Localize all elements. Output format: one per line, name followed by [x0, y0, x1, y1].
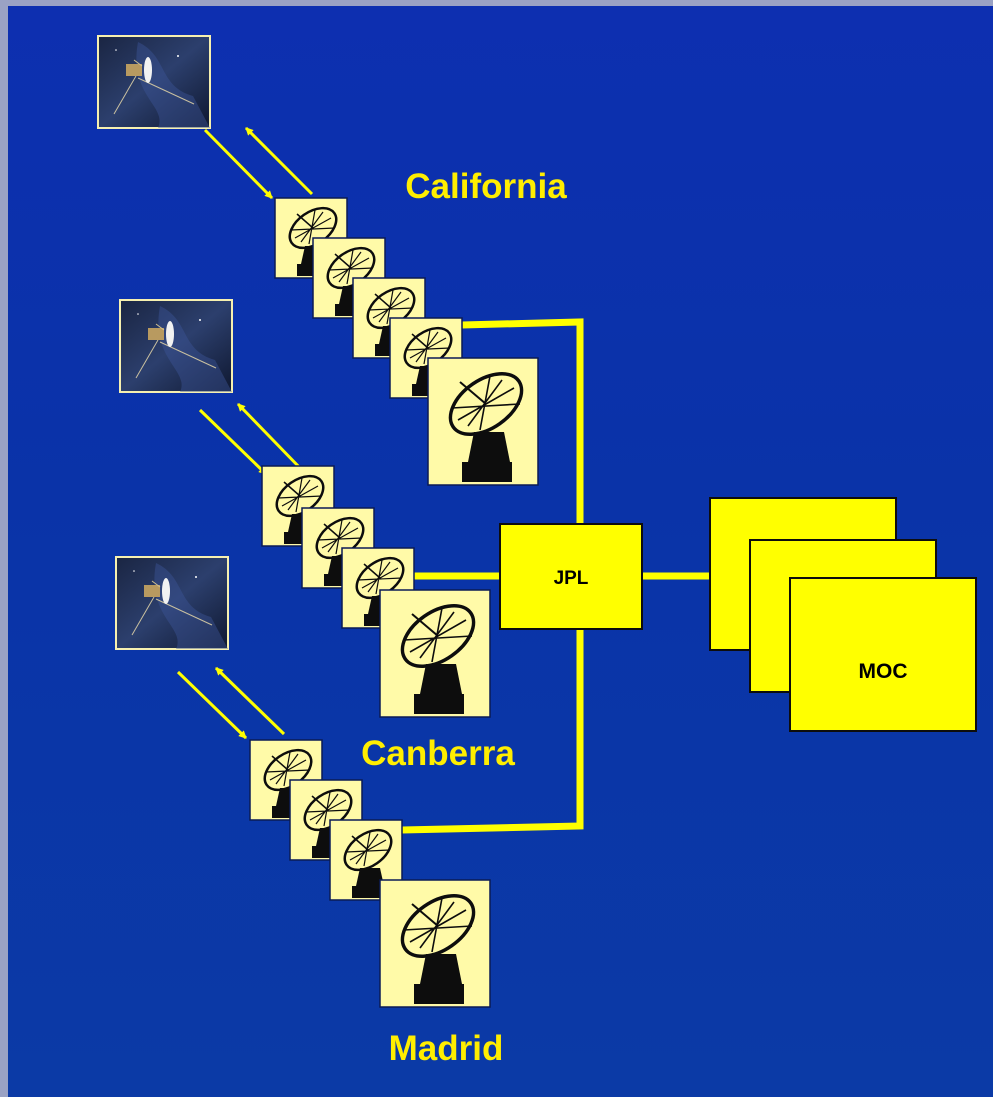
jpl-box	[499, 523, 643, 630]
moc-label: MOC	[859, 660, 908, 683]
site-canberra	[119, 299, 492, 719]
dish-antenna-icon	[426, 356, 540, 487]
uplink-arrow	[214, 666, 286, 736]
site-label-canberra: Canberra	[361, 734, 515, 773]
connection-lines	[401, 318, 712, 834]
site-label-madrid: Madrid	[389, 1029, 504, 1068]
spacecraft-icon	[119, 299, 233, 393]
dsn-diagram: JPL MOC California Canberra Madrid	[8, 6, 993, 1097]
spacecraft-icon	[97, 35, 211, 129]
dish-antenna-icon	[378, 588, 492, 719]
uplink-arrow	[244, 126, 314, 196]
downlink-arrow	[198, 408, 268, 476]
site-california	[97, 35, 540, 487]
moc-box-front	[789, 577, 977, 732]
uplink-arrow	[236, 402, 304, 472]
california-to-jpl-line	[461, 318, 584, 528]
downlink-arrow	[176, 670, 248, 740]
diagram-canvas: JPL MOC California Canberra Madrid	[97, 35, 977, 1068]
downlink-arrow	[203, 128, 274, 200]
madrid-to-jpl-line	[401, 630, 584, 834]
dish-antenna-icon	[378, 878, 492, 1009]
spacecraft-icon	[115, 556, 229, 650]
jpl-node: JPL	[499, 523, 643, 630]
jpl-label: JPL	[554, 568, 589, 589]
site-madrid	[115, 556, 492, 1009]
site-label-california: California	[405, 167, 567, 206]
moc-node: MOC	[709, 497, 977, 732]
